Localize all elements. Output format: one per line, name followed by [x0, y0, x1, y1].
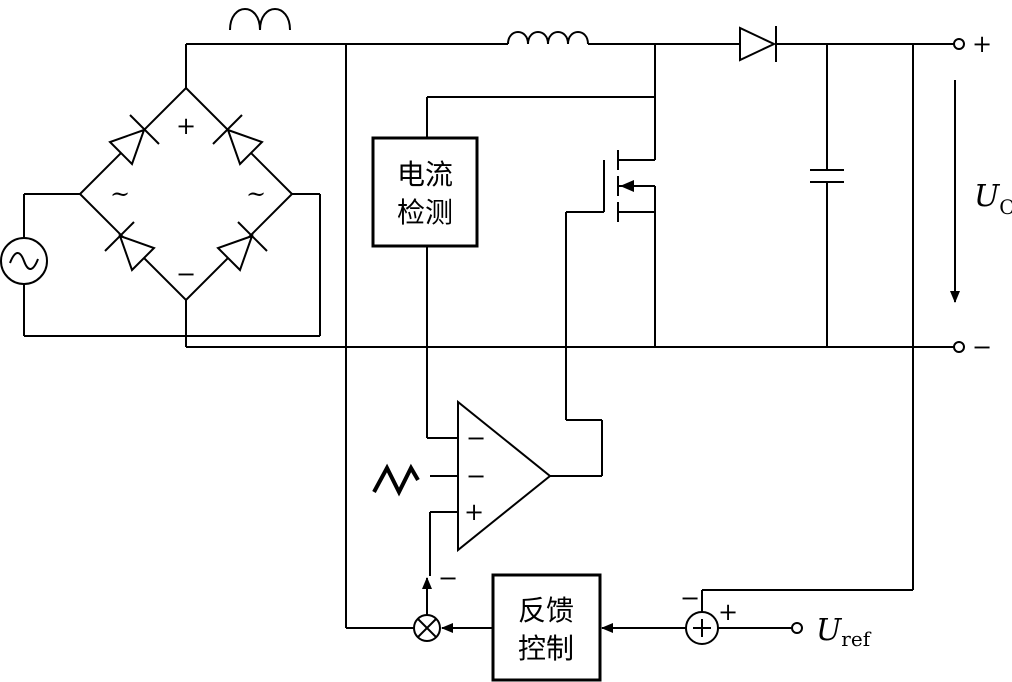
output-minus-sign: −	[972, 333, 992, 361]
output-plus-sign: +	[972, 30, 992, 58]
ac-source-icon	[0, 193, 321, 337]
current-sense-block: 电流 检测	[371, 136, 479, 248]
voltage-feedback-wire	[701, 44, 914, 612]
bridge-diode-lower-left-icon	[104, 221, 156, 272]
bridge-tilde-left: ~	[110, 180, 130, 208]
comparator-input-plus: +	[464, 498, 484, 526]
bridge-plus-sign: +	[176, 112, 196, 140]
input-choke-icon	[229, 8, 291, 31]
bridge-diode-upper-left-icon	[108, 114, 160, 166]
output-terminals: + −	[953, 30, 992, 361]
feedback-line2: 控制	[518, 632, 574, 665]
output-voltage-label: UO	[974, 179, 1012, 219]
bridge-tilde-right: ~	[246, 180, 266, 208]
current-sense-wiring	[426, 96, 655, 439]
output-diode-icon	[739, 26, 777, 62]
summing-junction-icon: − +	[680, 584, 738, 645]
feedback-control-block: 反馈 控制	[491, 573, 602, 682]
boost-inductor-icon	[507, 31, 589, 45]
bridge-diode-lower-right-icon	[216, 221, 268, 272]
output-capacitor-icon	[810, 44, 844, 347]
bridge-diode-upper-right-icon	[212, 114, 264, 166]
bottom-rail	[185, 300, 955, 348]
sum-plus-sign: +	[718, 598, 738, 626]
bridge-rectifier: + − ~ ~	[78, 86, 294, 302]
mosfet-switch-icon	[550, 44, 656, 477]
current-sense-line2: 检测	[397, 196, 453, 229]
top-rail	[185, 43, 955, 88]
pwm-comparator: − − +	[429, 399, 552, 576]
comparator-input-minus-1: −	[466, 424, 486, 452]
current-sense-line1: 电流	[397, 158, 453, 191]
multiplier-icon: −	[413, 564, 458, 642]
reference-input	[718, 622, 803, 634]
multiplier-minus-sign: −	[438, 564, 458, 592]
bridge-minus-sign: −	[176, 260, 196, 288]
comparator-input-minus-2: −	[466, 462, 486, 490]
sum-minus-sign: −	[680, 584, 700, 612]
sawtooth-wave-icon	[372, 463, 420, 497]
reference-voltage-label: Uref	[816, 613, 872, 651]
feedback-line1: 反馈	[518, 594, 574, 627]
rectified-voltage-sense-wire	[345, 44, 414, 629]
